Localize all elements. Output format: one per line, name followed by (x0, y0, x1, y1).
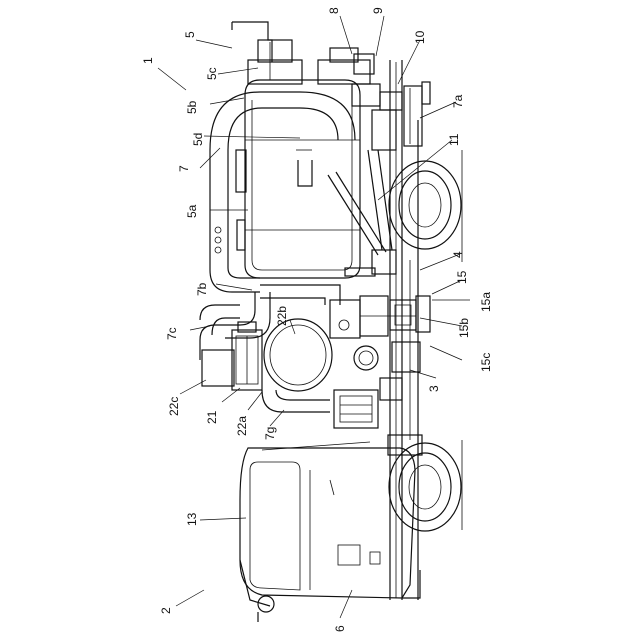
tank-22b (264, 319, 332, 391)
label-7a: 7a (451, 94, 465, 108)
pipe-7b (200, 285, 340, 360)
battery-box (334, 378, 402, 428)
rear-wheel (389, 161, 461, 249)
label-11: 11 (447, 133, 461, 146)
stay-11 (328, 150, 396, 274)
label-22b: 22b (275, 306, 289, 326)
cab (240, 442, 420, 622)
label-22a: 22a (235, 416, 249, 436)
label-9: 9 (371, 7, 385, 14)
label-15a: 15a (479, 292, 493, 312)
label-5d: 5d (191, 133, 205, 146)
filter-assembly (202, 322, 262, 390)
label-7g: 7g (263, 427, 277, 440)
label-6: 6 (333, 625, 347, 632)
label-13: 13 (185, 512, 199, 526)
front-wheel (389, 443, 461, 531)
label-21: 21 (205, 410, 219, 424)
label-1: 1 (141, 57, 155, 64)
label-7c: 7c (165, 327, 179, 340)
label-4: 4 (451, 251, 465, 258)
label-7: 7 (177, 165, 191, 172)
tank (215, 80, 360, 278)
label-7b: 7b (195, 282, 209, 296)
label-3: 3 (427, 385, 441, 392)
label-5b: 5b (185, 100, 199, 114)
label-15c: 15c (479, 353, 493, 372)
label-2: 2 (159, 607, 173, 614)
label-22c: 22c (167, 397, 181, 416)
label-10: 10 (413, 30, 427, 44)
tank-bracket (296, 150, 375, 276)
pipe-7g (262, 390, 330, 412)
label-5: 5 (183, 31, 197, 38)
label-15b: 15b (457, 318, 471, 338)
label-5a: 5a (185, 204, 199, 218)
label-5c: 5c (205, 67, 219, 80)
leader-lines (158, 16, 470, 618)
top-apparatus (232, 22, 302, 84)
curved-pipe (210, 92, 355, 292)
reference-numerals: 1 5 5c 5b 5d 7 5a 8 9 10 7a 11 4 15 15a … (141, 7, 493, 632)
label-15: 15 (455, 270, 469, 284)
equipment-15 (330, 296, 430, 338)
label-8: 8 (327, 7, 341, 14)
